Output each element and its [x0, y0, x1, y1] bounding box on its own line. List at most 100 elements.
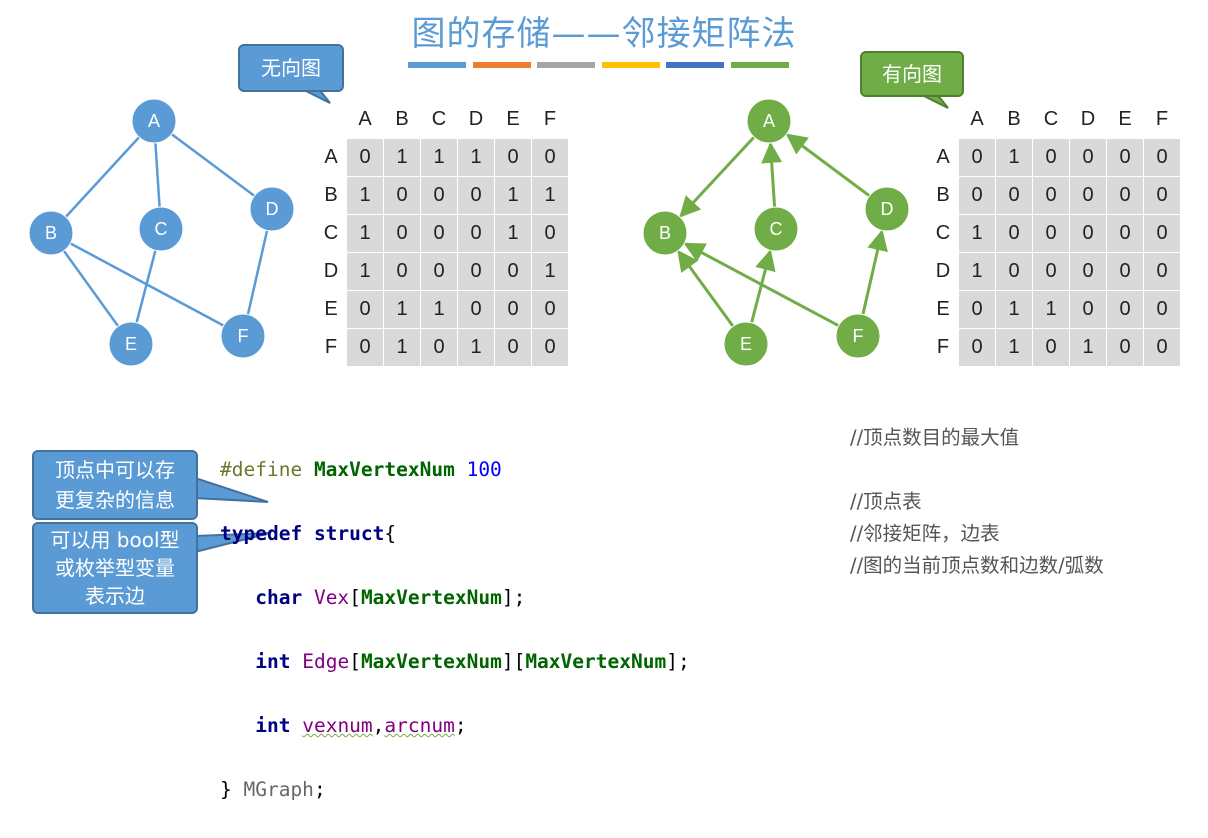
directed-node-label-d: D [881, 199, 894, 219]
title-color-bar [408, 62, 466, 68]
undirected-matrix-row-header: F [324, 336, 338, 358]
directed-node-label-b: B [659, 223, 671, 243]
directed-matrix-cell: 0 [1143, 290, 1181, 329]
undirected-node-b [28, 210, 74, 256]
directed-node-a [746, 98, 792, 144]
comment-edge-table: //邻接矩阵，边表 [850, 522, 1000, 545]
directed-matrix-cell: 0 [995, 252, 1033, 291]
code-line-mgraph: } MGraph; [220, 778, 326, 801]
code-line-typedef: typedef struct{ [220, 518, 690, 550]
directed-matrix-col-header: E [1118, 107, 1132, 130]
directed-arc-d-a [785, 133, 871, 198]
directed-matrix-row-header: C [935, 222, 951, 244]
title-color-bar [601, 62, 660, 68]
directed-matrix-row-header: A [936, 146, 950, 168]
directed-matrix-row-header: D [935, 260, 951, 282]
undirected-matrix-cell: 0 [531, 214, 569, 253]
code-line-edge: int Edge[MaxVertexNum][MaxVertexNum]; [255, 650, 690, 673]
mgraph-typename: MGraph [243, 778, 314, 801]
undirected-matrix-cell: 0 [420, 252, 458, 291]
directed-matrix-cell: 0 [1106, 290, 1144, 329]
directed-matrix-cell: 1 [958, 252, 996, 291]
undirected-node-label-b: B [45, 223, 57, 243]
directed-arc-a-b [679, 136, 756, 218]
undirected-matrix-corner [316, 100, 347, 139]
undirected-matrix-col-header: B [395, 107, 409, 130]
arcnum-field: arcnum [384, 714, 455, 737]
directed-matrix-cell: 0 [1069, 290, 1107, 329]
directed-node-c [753, 206, 799, 252]
undirected-matrix-cell: 0 [420, 214, 458, 253]
directed-matrix-cell: 1 [995, 138, 1033, 177]
vertex-info-callout: 顶点中可以存 更复杂的信息 [32, 450, 198, 520]
undirected-matrix-cell: 0 [531, 138, 569, 177]
directed-matrix-cell: 0 [1143, 138, 1181, 177]
page-title: 图的存储——邻接矩阵法 [411, 14, 797, 54]
macro-value: 100 [466, 458, 502, 481]
directed-matrix-cell: 0 [1143, 176, 1181, 215]
directed-matrix-row-header: F [936, 336, 950, 358]
undirected-matrix-col-header: E [506, 107, 520, 130]
undirected-matrix-cell: 0 [494, 252, 532, 291]
undirected-node-d [249, 186, 295, 232]
undirected-node-label-c: C [155, 219, 168, 239]
directed-matrix-cell: 0 [1069, 176, 1107, 215]
undirected-matrix-cell: 1 [383, 328, 421, 367]
undirected-edge-a-b [50, 120, 155, 234]
directed-matrix-cell: 0 [958, 176, 996, 215]
undirected-matrix-row-header: D [323, 260, 339, 282]
undirected-matrix-cell: 1 [346, 214, 384, 253]
directed-matrix-col-header: D [1080, 107, 1096, 130]
vex-field: Vex [313, 586, 350, 609]
undirected-matrix-row-header: C [323, 222, 339, 244]
undirected-matrix-cell: 0 [494, 138, 532, 177]
code-line-define: #define MaxVertexNum 100 [220, 454, 690, 486]
undirected-matrix-cell: 1 [531, 176, 569, 215]
directed-matrix-row-header: E [936, 298, 950, 320]
directed-node-label-f: F [853, 326, 864, 346]
struct-keyword: struct [313, 522, 385, 545]
open-brace: { [384, 522, 397, 545]
int-keyword: int [255, 714, 291, 737]
undirected-callout-label: 无向图 [261, 56, 321, 80]
directed-matrix-cell: 0 [1032, 328, 1070, 367]
macro-name: MaxVertexNum [313, 458, 455, 481]
code-line-vex: char Vex[MaxVertexNum]; [255, 586, 526, 609]
undirected-matrix-row-header: E [324, 298, 338, 320]
undirected-matrix-cell: 1 [420, 290, 458, 329]
directed-callout-label: 有向图 [882, 62, 942, 86]
undirected-matrix-cell: 0 [494, 328, 532, 367]
directed-matrix-cell: 1 [995, 328, 1033, 367]
directed-matrix-cell: 1 [1069, 328, 1107, 367]
define-keyword: #define [220, 458, 303, 481]
directed-node-label-e: E [740, 334, 752, 354]
directed-arc-e-b [677, 249, 735, 328]
undirected-edge-a-d [153, 119, 273, 211]
directed-node-f [835, 313, 881, 359]
undirected-matrix-cell: 0 [383, 214, 421, 253]
edge-type-text-2: 或枚举型变量 [55, 556, 175, 580]
undirected-node-e [108, 321, 154, 367]
directed-matrix-cell: 0 [958, 290, 996, 329]
comment-vertex-table: //顶点表 [850, 490, 922, 513]
code-block: #define MaxVertexNum 100 typedef struct{… [220, 422, 690, 838]
directed-matrix-cell: 0 [1032, 176, 1070, 215]
directed-matrix-col-header: F [1155, 107, 1169, 130]
undirected-matrix-cell: 0 [494, 290, 532, 329]
vexnum-field: vexnum [302, 714, 373, 737]
undirected-node-label-a: A [148, 111, 160, 131]
directed-matrix-cell: 0 [1143, 252, 1181, 291]
undirected-matrix-cell: 0 [346, 138, 384, 177]
undirected-matrix-cell: 0 [420, 176, 458, 215]
comment-max-vertex: //顶点数目的最大值 [850, 426, 1020, 449]
vertex-info-text: 顶点中可以存 更复杂的信息 [55, 458, 175, 512]
char-keyword: char [255, 586, 303, 609]
directed-matrix-cell: 0 [1143, 214, 1181, 253]
